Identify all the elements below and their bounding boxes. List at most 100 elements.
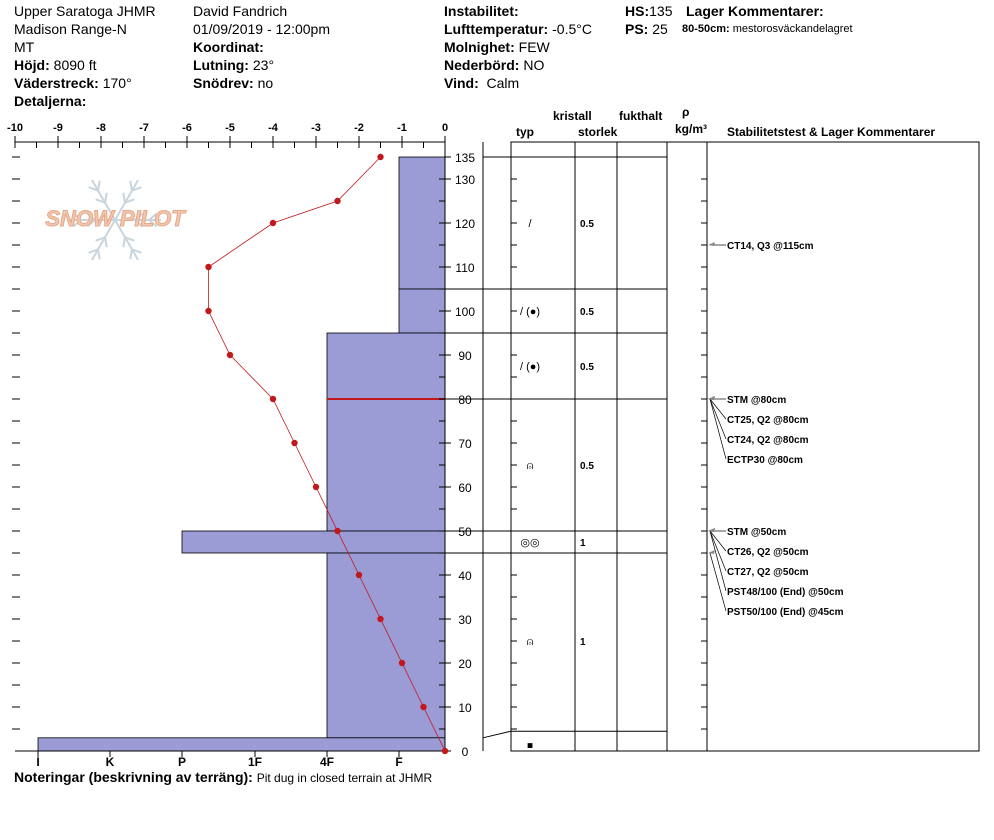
snowflake-icon <box>148 219 158 228</box>
grain-size: 1 <box>580 637 586 648</box>
snowflake-icon <box>88 248 99 254</box>
height-tick-label: 130 <box>455 173 475 187</box>
stability-test-label: CT25, Q2 @80cm <box>727 415 809 426</box>
notes: Noteringar (beskrivning av terräng): Pit… <box>14 769 433 785</box>
hardness-bar <box>326 398 446 532</box>
snowflake-icon <box>134 212 144 221</box>
temp-tick-label: -8 <box>96 122 106 134</box>
hdr-rho: ρ <box>682 105 690 119</box>
height-tick-label: 30 <box>458 613 472 627</box>
layer-boundary <box>482 730 512 739</box>
temp-tick-label: -2 <box>354 122 364 134</box>
elevation: Höjd: 8090 ft <box>14 57 97 73</box>
temp-tick-label: 0 <box>442 122 448 134</box>
table-frame <box>510 141 980 752</box>
temperature-point <box>269 219 277 227</box>
stability-test-label: CT26, Q2 @50cm <box>727 547 809 558</box>
location: Upper Saratoga JHMR <box>14 3 156 19</box>
details-label: Detaljerna: <box>14 93 87 109</box>
temperature-point <box>226 351 234 359</box>
test-leader-line <box>709 552 727 612</box>
drift: Snödrev: no <box>193 75 274 91</box>
temperature-point <box>312 483 320 491</box>
test-leader-line <box>709 530 727 572</box>
test-leader-line <box>709 398 727 460</box>
snowflake-icon <box>131 186 142 192</box>
hardness-tick-label: F <box>395 755 402 769</box>
state: MT <box>14 39 35 55</box>
snowflake-icon <box>72 212 82 221</box>
sky: Molnighet: FEW <box>444 39 550 55</box>
range: Madison Range-N <box>14 21 127 37</box>
logo-text: SNOW PILOT <box>45 206 186 231</box>
test-leader-line <box>709 398 727 420</box>
temp-tick-label: -6 <box>182 122 192 134</box>
grain-type-icon: ■ <box>527 740 533 751</box>
ps: PS: 25 <box>625 21 668 37</box>
grain-type-icon: / (●) <box>520 306 540 318</box>
temperature-point <box>205 263 212 271</box>
height-tick-label: 120 <box>455 217 475 231</box>
height-tick-label: 50 <box>458 525 472 539</box>
hdr-typ: typ <box>516 125 534 139</box>
aspect: Väderstreck: 170° <box>14 75 132 91</box>
stability-test-label: CT24, Q2 @80cm <box>727 435 809 446</box>
temp-tick-label: -9 <box>53 122 63 134</box>
coord-label: Koordinat: <box>193 39 264 55</box>
grain-size: 0.5 <box>580 461 594 472</box>
temperature-point <box>334 197 341 205</box>
snowflake-icon <box>124 198 135 204</box>
snowflake-icon <box>114 179 139 221</box>
hardness-tick-label: K <box>106 755 115 769</box>
snowflake-icon <box>131 248 142 254</box>
grain-size: 1 <box>580 538 586 549</box>
hdr-storlek: storlek <box>578 125 618 139</box>
wind: Vind: Calm <box>444 75 520 91</box>
snowflake-icon <box>91 219 116 261</box>
snowflake-icon <box>114 219 139 261</box>
grain-type-icon: / <box>528 218 532 230</box>
snowflake-icon <box>122 192 126 203</box>
height-tick-label: 110 <box>455 261 474 275</box>
hardness-bar <box>398 156 446 290</box>
hdr-density-unit: kg/m³ <box>675 122 708 136</box>
height-tick-label: 60 <box>458 481 472 495</box>
temperature-point <box>377 153 384 161</box>
temperature-point <box>334 527 341 535</box>
layer-comments-label: Lager Kommentarer: <box>686 3 824 19</box>
snowflake-icon <box>148 212 158 221</box>
stability-test-label: CT27, Q2 @50cm <box>727 567 809 578</box>
snowflake-icon <box>129 180 133 191</box>
snowflake-icon <box>97 180 101 191</box>
height-tick-label: 80 <box>458 393 472 407</box>
hardness-bar <box>37 737 446 752</box>
snowflake-icon <box>72 219 82 228</box>
temperature-point <box>205 307 212 315</box>
arrow-icon <box>708 528 715 532</box>
snowflake-icon <box>88 186 99 192</box>
stability-test-label: PST50/100 (End) @45cm <box>727 607 844 618</box>
temperature-point <box>269 395 277 403</box>
height-tick-label: 40 <box>458 569 472 583</box>
grain-type-icon: ⍝ <box>527 460 534 472</box>
grain-size: 0.5 <box>580 362 594 373</box>
snowflake-icon <box>86 219 96 228</box>
hardness-tick-label: I <box>36 755 39 769</box>
snowflake-icon <box>95 198 106 204</box>
snowflake-icon <box>134 219 144 228</box>
snowflake-icon <box>95 236 106 242</box>
stability-test-label: ECTP30 @80cm <box>727 455 803 466</box>
hardness-tick-label: 4F <box>320 755 334 769</box>
snowflake-icon <box>86 212 96 221</box>
temperature-point <box>377 615 384 623</box>
arrow-icon <box>708 550 715 554</box>
grain-size: 0.5 <box>580 219 594 230</box>
temp-tick-label: -4 <box>268 122 279 134</box>
temp-tick-label: -10 <box>7 122 23 134</box>
height-tick-label: 0 <box>462 745 469 759</box>
arrow-icon <box>708 396 715 400</box>
temperature-point <box>398 659 406 667</box>
hardness-tick-label: 1F <box>248 755 262 769</box>
